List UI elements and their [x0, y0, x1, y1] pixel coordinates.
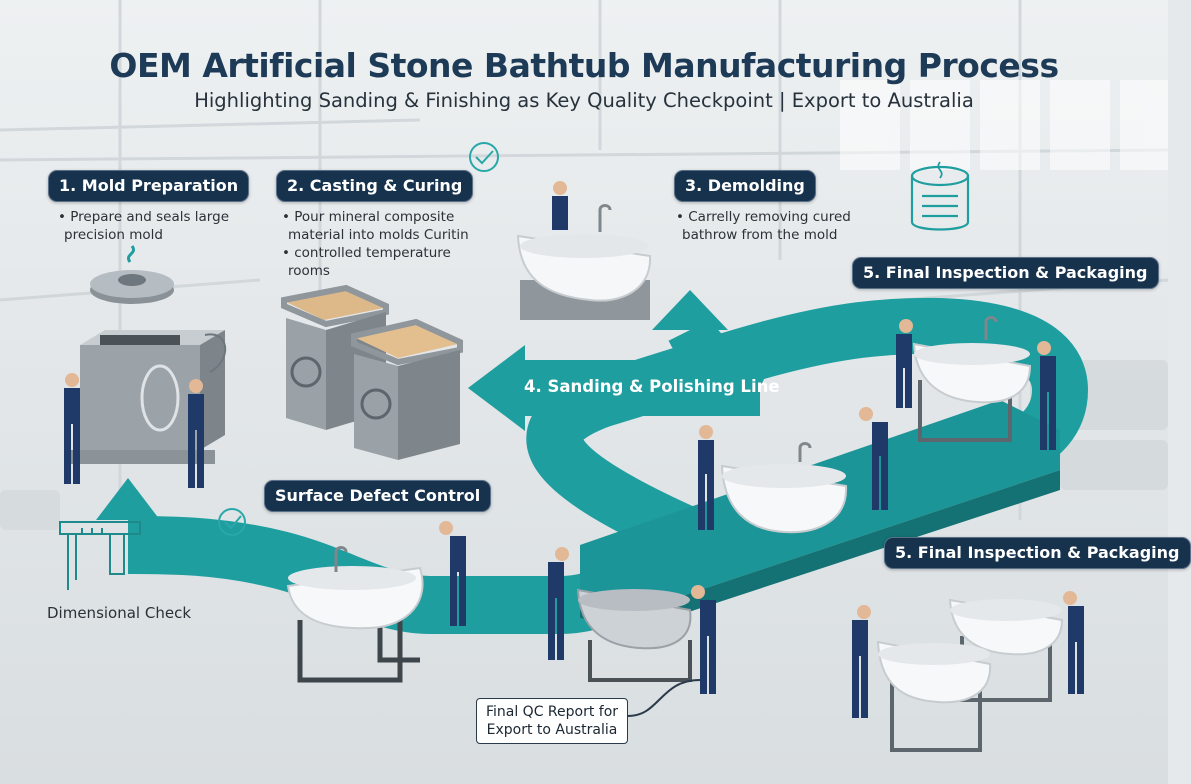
mold-box-illustration — [70, 330, 227, 464]
casting-line: rooms — [288, 263, 330, 279]
polishing-bathtub — [576, 588, 692, 682]
packaging-bathtub-front — [876, 640, 992, 752]
worker-figure — [64, 373, 80, 484]
worker-figure — [548, 547, 569, 660]
demolding-line: • Carrelly removing cured — [676, 209, 851, 225]
check-circle-icon — [469, 142, 499, 172]
worker-figure — [1037, 341, 1056, 450]
flow-band-up — [668, 318, 771, 410]
flow-arrow-up-left — [96, 478, 160, 520]
worker-figure — [188, 379, 204, 488]
casting-line: material into molds Curitin — [288, 227, 469, 243]
report-line: Final QC Report for — [485, 704, 619, 720]
worker-figure — [552, 181, 568, 230]
step-casting-curing: 2. Casting & Curing — [276, 170, 474, 202]
dimensional-check-label: Dimensional Check — [47, 604, 192, 622]
worker-figure — [852, 605, 871, 718]
flow-arrow-up — [652, 290, 728, 330]
report-line: Export to Australia — [486, 722, 618, 738]
inspection-bathtub-top — [912, 316, 1032, 442]
casting-description: • Pour mineral composite material into m… — [282, 208, 469, 280]
storage-drum-icon — [910, 161, 970, 231]
worker-figure — [439, 521, 466, 626]
mold-description: • Prepare and seals large precision mold — [58, 208, 229, 244]
mold-line: • Prepare and seals large — [58, 209, 229, 225]
surface-defect-control-label: Surface Defect Control — [264, 480, 492, 512]
flow-arrow-left — [468, 345, 525, 431]
check-circle-icon — [218, 508, 246, 536]
step-demolding: 3. Demolding — [674, 170, 816, 202]
worker-figure — [698, 425, 714, 530]
workers — [64, 181, 1084, 718]
demolding-line: bathrow from the mold — [682, 227, 838, 243]
step-final-inspection-top: 5. Final Inspection & Packaging — [852, 257, 1159, 289]
packaging-bathtub-back — [948, 598, 1064, 702]
report-connector — [627, 679, 701, 717]
demolding-description: • Carrelly removing cured bathrow from t… — [676, 208, 851, 244]
mold-line: precision mold — [64, 227, 163, 243]
surface-defect-bathtub — [286, 546, 424, 683]
demolding-bathtub — [516, 204, 652, 320]
casting-line: • Pour mineral composite — [282, 209, 455, 225]
step-mold-preparation: 1. Mold Preparation — [48, 170, 250, 202]
page-title: OEM Artificial Stone Bathtub Manufacturi… — [109, 46, 1059, 85]
worker-figure — [896, 319, 913, 408]
step-sanding-polishing: 4. Sanding & Polishing Line — [524, 377, 780, 396]
caliper-icon — [59, 521, 141, 590]
worker-figure — [859, 407, 888, 510]
step-final-inspection-bottom: 5. Final Inspection & Packaging — [884, 537, 1191, 569]
casting-line: • controlled temperature — [282, 245, 451, 261]
casting-mold-right — [351, 318, 463, 460]
mold-lid-illustration — [90, 245, 174, 304]
final-qc-report-label: Final QC Report for Export to Australia — [476, 698, 628, 744]
sanding-bathtub — [720, 442, 848, 534]
page-subtitle: Highlighting Sanding & Finishing as Key … — [194, 89, 974, 112]
worker-figure — [691, 585, 716, 694]
worker-figure — [1063, 591, 1084, 694]
